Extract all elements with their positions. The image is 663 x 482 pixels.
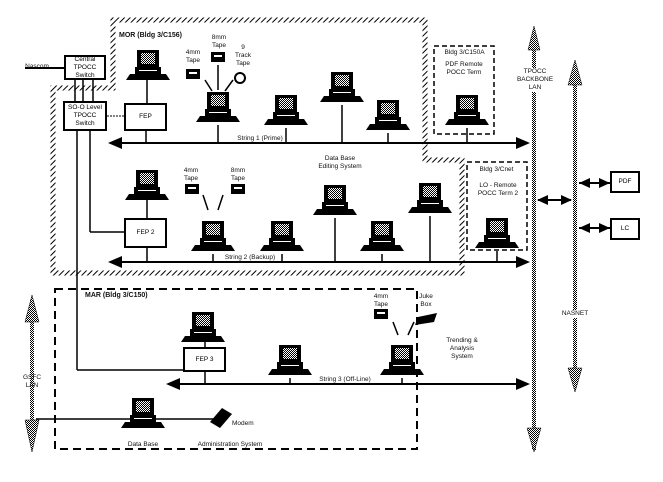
backbone-arrow-down [526,427,542,453]
bldg-b-border [466,161,528,251]
string1-arrow-right [516,137,530,149]
tape-4mm [185,184,199,194]
workstation [320,72,364,102]
workstation [196,92,240,122]
gsfc-lan-label: GSFC LAN [22,374,42,389]
level-tpocc-switch: SO-O Level TPOCC Switch [63,101,107,131]
tape-8mm [211,52,225,62]
fep1-box: FEP [124,103,167,131]
nasnet-label: NASNET [557,310,593,318]
track-tape-label: 9 Track Tape [234,44,251,67]
tape-4mm-label: 4mm Tape [183,167,199,182]
workstation [475,218,519,248]
fep3-box: FEP 3 [183,347,226,372]
string1-arrow-left [108,137,122,149]
backbone-lan-label: TPOCC BACKBONE LAN [510,68,560,92]
string2-label: String 2 (Backup) [224,254,276,261]
gsfc-arrow-up [24,294,40,323]
bldg-a-border [433,45,495,135]
workstation [268,345,312,375]
mor-region-title: MOR (Bldg 3/C156) [119,32,183,39]
workstation [121,398,165,428]
workstation [313,185,357,215]
string1-label: String 1 (Prime) [237,135,283,142]
admin-system-label: Administration System [197,441,263,448]
nasnet-arrow-up [567,59,583,86]
workstation [360,221,404,251]
workstation [125,170,169,200]
data-base-label: Data Base [127,441,159,448]
string3-arrow-right [516,378,530,390]
tape-8mm-label: 8mm Tape [230,167,246,182]
workstation [366,100,410,130]
tape-8mm-label: 8mm Tape [211,34,227,49]
tape-4mm [374,309,388,319]
bldg-a-title: Bldg 3/C150A [444,49,485,56]
tape-4mm-label: 4mm Tape [185,49,201,64]
lo-remote-label: LO - Remote POCC Term 2 [477,182,519,197]
pdf-box: PDF [610,171,640,193]
workstation [264,95,308,125]
tape-4mm-label: 4mm Tape [373,293,389,308]
modem-label: Modem [232,420,254,427]
workstation [191,221,235,251]
database-editing-label: Data Base Editing System [318,155,362,170]
trending-analysis-label: Trending & Analysis System [446,337,478,360]
workstation [408,183,452,213]
nascom-label: Nascom [25,63,49,70]
workstation [126,50,170,80]
string3-label: String 3 (Off-Line) [319,376,371,383]
lc-box: LC [610,218,640,240]
nasnet-arrow-down [567,367,583,393]
juke-box [415,313,437,325]
workstation [445,95,489,125]
track-tape [234,72,246,84]
string2-arrow-left [108,256,122,268]
juke-box-label: Juke Box [419,293,433,308]
workstation [181,312,225,342]
mor-region-border [50,17,465,276]
workstation [260,221,304,251]
bldg-b-title: Bldg 3/Cnet [479,166,514,173]
pdf-remote-label: PDF Remote POCC Term [445,61,483,76]
gsfc-arrow-down [24,419,40,453]
backbone-arrow-up [527,25,541,51]
string2-arrow-right [516,256,530,268]
fep2-box: FEP 2 [124,218,167,248]
tape-8mm [231,184,245,194]
central-tpocc-switch: Central TPOCC Switch [64,55,106,80]
tape-4mm [186,69,200,79]
modem-icon [210,408,232,428]
mar-region-title: MAR (Bldg 3/C150) [85,292,148,299]
string3-arrow-left [166,378,180,390]
